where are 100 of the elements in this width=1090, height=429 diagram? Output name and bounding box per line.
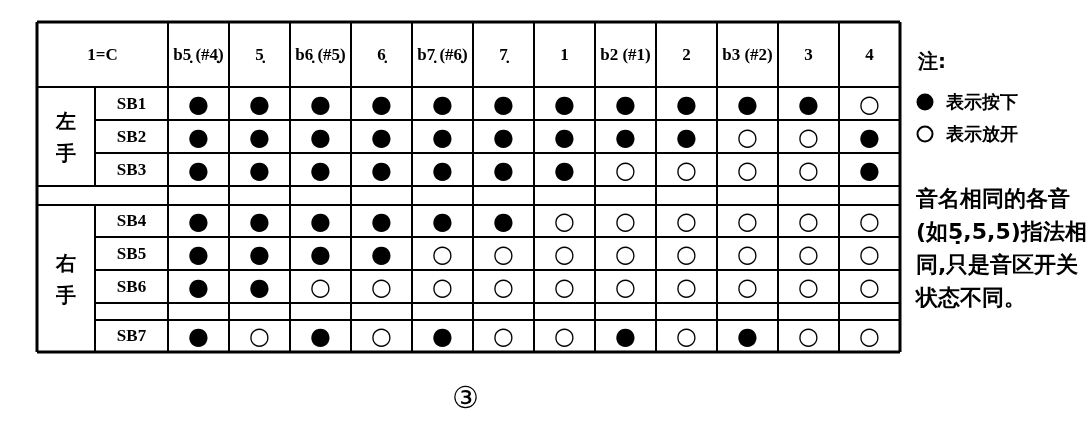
note-header: 1 (560, 45, 569, 64)
fingering-symbol: ● (188, 124, 209, 149)
fingering-symbol: ● (554, 91, 575, 116)
fingering-symbol: ● (859, 157, 880, 182)
fingering-symbol: ○ (432, 274, 453, 299)
key-label: SB1 (116, 93, 147, 114)
fingering-symbol: ○ (859, 241, 880, 266)
fingering-symbol: ○ (676, 241, 697, 266)
fingering-symbol: ● (371, 124, 392, 149)
fingering-symbol: ● (188, 157, 209, 182)
fingering-symbol: ● (310, 157, 331, 182)
fingering-symbol: ● (371, 209, 392, 233)
fingering-symbol: ● (310, 91, 331, 116)
fingering-symbol: ○ (554, 324, 575, 348)
fingering-symbol: ● (310, 209, 331, 233)
note-header: b5̣ (#4̣) (173, 45, 224, 64)
fingering-symbol: ○ (859, 209, 880, 233)
fingering-symbol: ● (432, 324, 453, 348)
fingering-symbol: ● (371, 157, 392, 182)
fingering-symbol: ○ (798, 124, 819, 149)
fingering-symbol: ● (310, 124, 331, 149)
fingering-symbol: ○ (554, 274, 575, 299)
fingering-symbol: ● (249, 274, 270, 299)
fingering-symbol: ● (188, 324, 209, 348)
fingering-symbol: ● (859, 124, 880, 149)
fingering-symbol: ● (188, 209, 209, 233)
fingering-symbol: ○ (493, 324, 514, 348)
fingering-symbol: ○ (798, 274, 819, 299)
fingering-symbol: ● (737, 91, 758, 116)
note-header: 2 (682, 45, 691, 64)
fingering-symbol: ○ (798, 157, 819, 182)
fingering-symbol: ○ (859, 274, 880, 299)
fingering-symbol: ● (493, 157, 514, 182)
legend-text: 表示按下 (946, 90, 1018, 114)
fingering-symbol: ○ (737, 157, 758, 182)
figure-number: ③ (452, 380, 479, 415)
key-label: SB7 (116, 326, 147, 346)
key-label: SB2 (116, 126, 147, 147)
fingering-symbol: ● (432, 124, 453, 149)
fingering-symbol: ● (737, 324, 758, 348)
note-header: 5̣ (255, 45, 264, 64)
fingering-symbol: ● (188, 241, 209, 266)
note-header: 3 (804, 45, 813, 64)
fingering-symbol: ○ (493, 241, 514, 266)
fingering-symbol: ○ (554, 209, 575, 233)
fingering-symbol: ● (493, 124, 514, 149)
note-header: b3 (#2) (722, 45, 773, 64)
key-label: SB4 (116, 211, 147, 231)
note-heading: 注: (918, 48, 946, 75)
fingering-symbol: ○ (676, 157, 697, 182)
fingering-symbol: ○ (859, 91, 880, 116)
fingering-symbol: ● (249, 241, 270, 266)
fingering-symbol: ● (432, 91, 453, 116)
fingering-symbol: ○ (798, 241, 819, 266)
fingering-symbol: ○ (432, 241, 453, 266)
fingering-symbol: ● (615, 124, 636, 149)
fingering-symbol: ○ (798, 324, 819, 348)
fingering-symbol: ○ (737, 124, 758, 149)
hand-label: 左手 (56, 107, 76, 167)
fingering-symbol: ○ (737, 274, 758, 299)
fingering-symbol: ● (188, 91, 209, 116)
fingering-symbol: ○ (676, 324, 697, 348)
fingering-symbol: ○ (310, 274, 331, 299)
fingering-symbol: ● (554, 157, 575, 182)
key-label: SB3 (116, 159, 147, 180)
note-header: 7̣ (499, 45, 508, 64)
fingering-symbol: ● (798, 91, 819, 116)
fingering-symbol: ● (615, 91, 636, 116)
fingering-symbol: ○ (615, 209, 636, 233)
fingering-symbol: ● (493, 91, 514, 116)
hand-label: 右手 (56, 249, 76, 309)
fingering-symbol: ○ (615, 157, 636, 182)
key-label: SB5 (116, 243, 147, 264)
fingering-symbol: ● (188, 274, 209, 299)
fingering-symbol: ○ (371, 274, 392, 299)
note-header: b6̣ (#5̣) (295, 45, 346, 64)
note-header: b2 (#1) (600, 45, 651, 64)
fingering-symbol: ○ (615, 274, 636, 299)
fingering-symbol: ● (432, 209, 453, 233)
fingering-symbol: ○ (249, 324, 270, 348)
fingering-symbol: ● (371, 241, 392, 266)
fingering-symbol: ○ (859, 324, 880, 348)
fingering-symbol: ○ (737, 241, 758, 266)
fingering-symbol: ○ (615, 241, 636, 266)
fingering-symbol: ○ (371, 324, 392, 348)
fingering-symbol: ○ (676, 274, 697, 299)
fingering-symbol: ○ (798, 209, 819, 233)
fingering-symbol: ○ (493, 274, 514, 299)
note-text: 音名相同的各音(如5̣,5,5̇)指法相同,只是音区开关状态不同。 (916, 185, 1088, 312)
fingering-symbol: ● (554, 124, 575, 149)
fingering-symbol: ● (676, 124, 697, 149)
fingering-symbol: ● (249, 209, 270, 233)
fingering-symbol: ○ (554, 241, 575, 266)
fingering-symbol: ● (310, 324, 331, 348)
key-signature-label: 1=C (87, 45, 118, 64)
fingering-symbol: ● (676, 91, 697, 116)
fingering-symbol: ● (432, 157, 453, 182)
fingering-symbol: ● (249, 124, 270, 149)
note-header: 6̣ (377, 45, 386, 64)
fingering-symbol: ● (371, 91, 392, 116)
